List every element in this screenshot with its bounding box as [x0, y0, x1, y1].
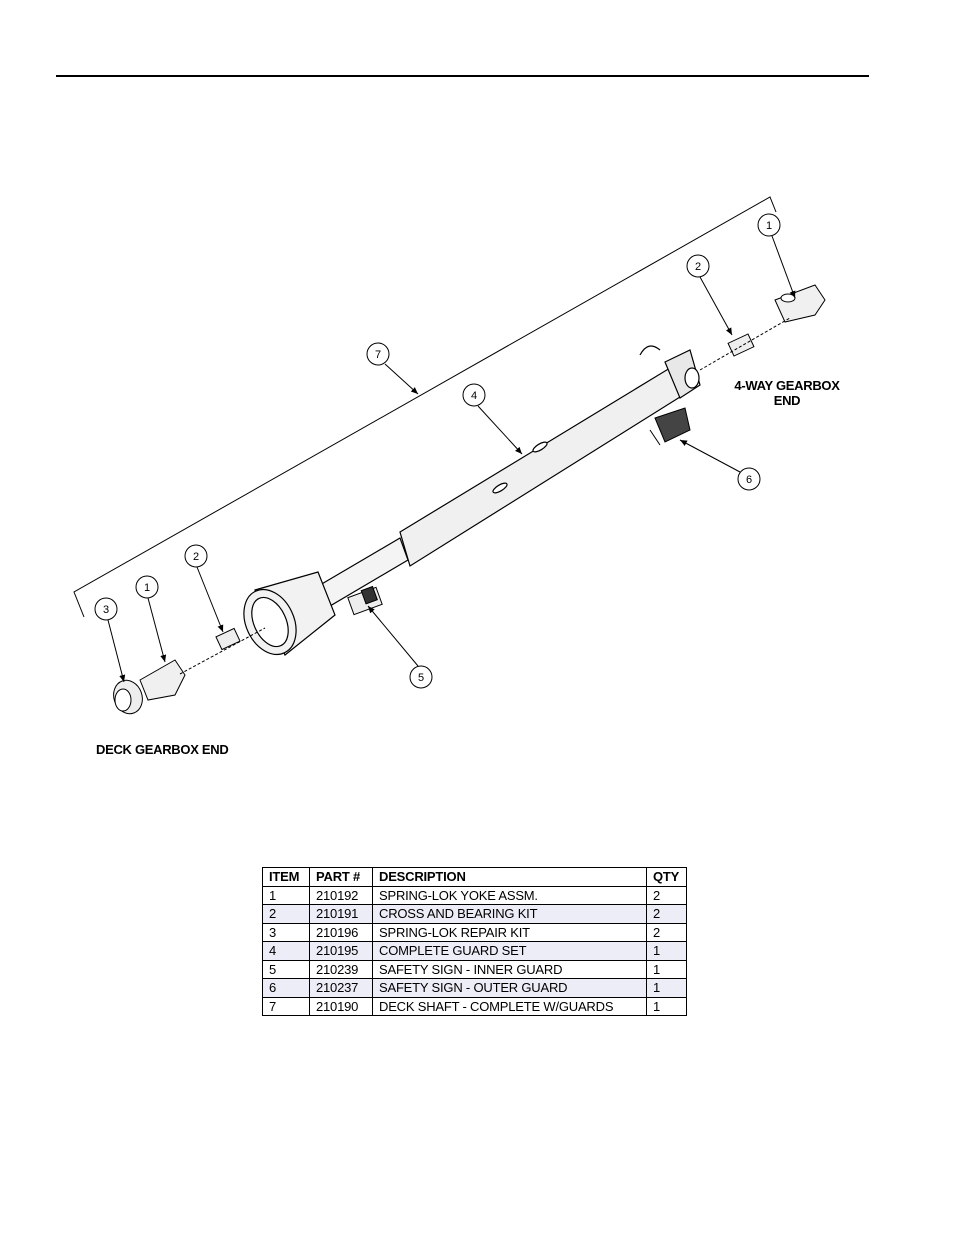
header-description: DESCRIPTION — [372, 867, 647, 887]
leader-lines — [107, 235, 796, 683]
cell-description: CROSS AND BEARING KIT — [372, 904, 647, 924]
cell-description: SPRING-LOK YOKE ASSM. — [372, 885, 647, 905]
cell-part: 210192 — [309, 885, 373, 905]
callout-6: 6 — [737, 467, 761, 491]
yoke-right — [774, 284, 826, 323]
header-part: PART # — [309, 867, 373, 887]
sign-inner-guard — [347, 585, 383, 616]
cell-qty: 2 — [646, 904, 687, 924]
deck-gearbox-end-label: DECK GEARBOX END — [96, 742, 229, 757]
cell-qty: 1 — [646, 941, 687, 961]
cell-part: 210190 — [309, 996, 373, 1016]
callout-3: 3 — [94, 597, 118, 621]
svg-text:2: 2 — [695, 261, 701, 273]
callout-4: 4 — [462, 383, 486, 407]
assembly-bracket — [73, 196, 777, 618]
header-item: ITEM — [262, 867, 310, 887]
svg-text:1: 1 — [766, 220, 772, 232]
cell-description: COMPLETE GUARD SET — [372, 941, 647, 961]
cell-item: 2 — [262, 904, 310, 924]
cell-qty: 1 — [646, 959, 687, 979]
sign-outer-guard — [649, 407, 691, 446]
label-line-1: 4-WAY GEARBOX — [734, 378, 840, 393]
callout-1-right: 1 — [757, 213, 781, 237]
cross-bearing-right — [727, 333, 755, 357]
header-qty: QTY — [646, 867, 687, 887]
callout-2-left: 2 — [184, 544, 208, 568]
cell-qty: 2 — [646, 885, 687, 905]
callout-2-right: 2 — [686, 254, 710, 278]
cell-part: 210196 — [309, 922, 373, 942]
cell-part: 210191 — [309, 904, 373, 924]
cell-item: 5 — [262, 959, 310, 979]
cell-item: 3 — [262, 922, 310, 942]
cell-item: 6 — [262, 978, 310, 998]
cell-description: DECK SHAFT - COMPLETE W/GUARDS — [372, 996, 647, 1016]
cell-item: 4 — [262, 941, 310, 961]
label-line-2: END — [773, 393, 801, 408]
four-way-gearbox-end-label: 4-WAY GEARBOX END — [722, 378, 852, 408]
svg-text:7: 7 — [375, 349, 381, 361]
callout-1-left: 1 — [135, 575, 159, 599]
cell-description: SPRING-LOK REPAIR KIT — [372, 922, 647, 942]
guard-tube — [319, 345, 701, 607]
cell-item: 1 — [262, 885, 310, 905]
cell-part: 210195 — [309, 941, 373, 961]
cell-qty: 1 — [646, 978, 687, 998]
svg-text:4: 4 — [471, 390, 477, 402]
cell-part: 210239 — [309, 959, 373, 979]
header-rule — [56, 75, 869, 77]
table-header: ITEM PART # DESCRIPTION QTY — [262, 867, 687, 887]
bellows-cone — [243, 571, 336, 656]
center-lines — [179, 317, 791, 675]
svg-text:5: 5 — [418, 672, 424, 684]
callout-bubbles: 1 2 7 4 6 2 1 3 5 — [94, 213, 781, 689]
cell-description: SAFETY SIGN - OUTER GUARD — [372, 978, 647, 998]
cell-description: SAFETY SIGN - INNER GUARD — [372, 959, 647, 979]
callout-7: 7 — [366, 342, 390, 366]
cell-qty: 2 — [646, 922, 687, 942]
cell-item: 7 — [262, 996, 310, 1016]
yoke-left — [139, 659, 186, 701]
svg-text:6: 6 — [746, 474, 752, 486]
svg-text:3: 3 — [103, 604, 109, 616]
cell-part: 210237 — [309, 978, 373, 998]
cross-bearing-left — [215, 627, 241, 651]
cell-qty: 1 — [646, 996, 687, 1016]
callout-5: 5 — [409, 665, 433, 689]
svg-text:1: 1 — [144, 582, 150, 594]
svg-text:2: 2 — [193, 551, 199, 563]
